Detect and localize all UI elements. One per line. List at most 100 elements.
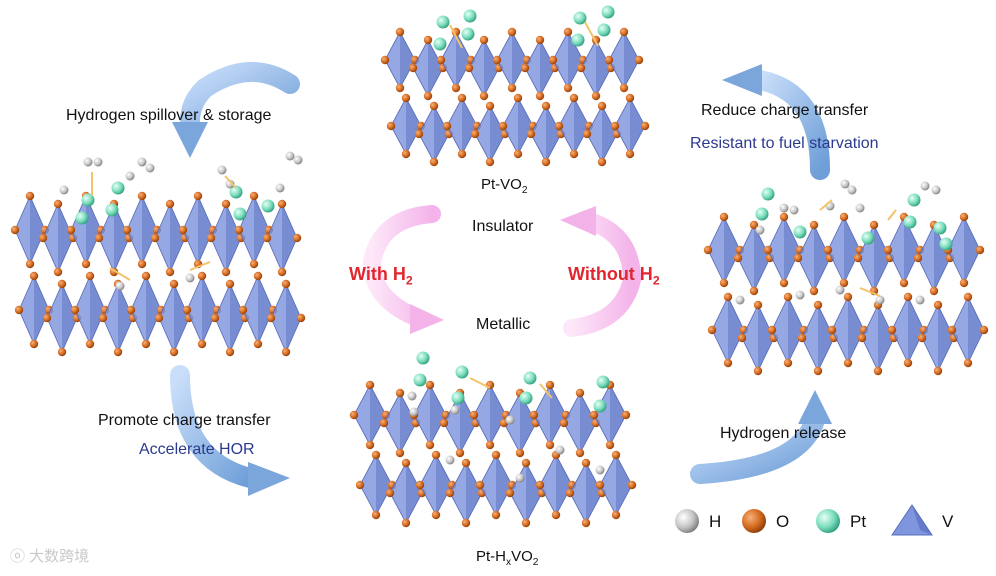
label-resistant-fuel-starvation: Resistant to fuel starvation: [690, 135, 879, 153]
oxygen-atom: [155, 314, 163, 322]
oxygen-atom: [858, 334, 866, 342]
hydrogen-atom: [856, 204, 865, 213]
oxygen-atom: [86, 272, 94, 280]
oxygen-atom: [870, 221, 878, 229]
legend-pt-label: Pt: [850, 512, 866, 532]
oxygen-atom: [948, 326, 956, 334]
oxygen-atom: [486, 441, 494, 449]
hydrogen-atom: [138, 158, 147, 167]
hydrogen-atom: [60, 186, 69, 195]
oxygen-atom: [458, 94, 466, 102]
oxygen-atom: [386, 489, 394, 497]
oxygen-atom: [824, 246, 832, 254]
oxygen-atom: [480, 92, 488, 100]
pt-atom: [904, 216, 917, 229]
oxygen-atom: [426, 441, 434, 449]
legend-v-label: V: [942, 512, 953, 532]
hydrogen-atom: [848, 186, 857, 195]
oxygen-atom: [15, 306, 23, 314]
oxygen-atom: [844, 359, 852, 367]
oxygen-atom: [396, 84, 404, 92]
oxygen-atom: [622, 411, 630, 419]
oxygen-atom: [628, 481, 636, 489]
pt-atom: [756, 208, 769, 221]
oxygen-atom: [784, 359, 792, 367]
oxygen-atom: [446, 489, 454, 497]
oxygen-atom: [278, 268, 286, 276]
oxygen-atom: [402, 519, 410, 527]
oxygen-atom: [86, 340, 94, 348]
oxygen-atom: [222, 268, 230, 276]
oxygen-atom: [254, 340, 262, 348]
oxygen-atom: [590, 411, 598, 419]
oxygen-atom: [198, 272, 206, 280]
oxygen-atom: [366, 381, 374, 389]
oxygen-atom: [552, 511, 560, 519]
oxygen-atom: [183, 306, 191, 314]
oxygen-atom: [432, 451, 440, 459]
oxygen-atom: [798, 334, 806, 342]
oxygen-atom: [555, 122, 563, 130]
hydrogen-atom: [186, 274, 195, 283]
oxygen-atom: [592, 92, 600, 100]
oxygen-atom: [372, 451, 380, 459]
pt-atom: [934, 222, 947, 235]
oxygen-atom: [486, 102, 494, 110]
oxygen-atom: [99, 314, 107, 322]
oxygen-atom: [530, 411, 538, 419]
oxygen-atom: [222, 200, 230, 208]
oxygen-atom: [58, 280, 66, 288]
oxygen-atom: [754, 301, 762, 309]
oxygen-atom: [293, 234, 301, 242]
oxygen-atom: [499, 122, 507, 130]
hydrogen-release-structure-right: [704, 180, 988, 376]
hydrogen-atom: [596, 466, 605, 475]
hydrogen-atom: [736, 296, 745, 305]
oxygen-atom: [536, 36, 544, 44]
oxygen-atom: [598, 158, 606, 166]
oxygen-atom: [964, 293, 972, 301]
pt-atom: [262, 200, 275, 213]
oxygen-atom: [402, 150, 410, 158]
oxygen-atom: [536, 481, 544, 489]
oxygen-atom: [930, 287, 938, 295]
oxygen-atom: [605, 56, 613, 64]
watermark: ⓞ 大数跨境: [10, 545, 89, 566]
oxygen-atom: [452, 84, 460, 92]
oxygen-atom: [784, 293, 792, 301]
oxygen-atom: [626, 150, 634, 158]
hydrogen-atom: [408, 392, 417, 401]
oxygen-atom: [166, 268, 174, 276]
oxygen-atom: [39, 234, 47, 242]
oxygen-atom: [611, 122, 619, 130]
oxygen-atom: [764, 246, 772, 254]
oxygen-atom: [612, 511, 620, 519]
pt-atom: [464, 10, 477, 23]
pt-atom: [234, 208, 247, 221]
pt-atom: [594, 400, 607, 413]
oxygen-atom: [492, 511, 500, 519]
oxygen-atom: [127, 306, 135, 314]
oxygen-atom: [840, 213, 848, 221]
oxygen-atom: [142, 272, 150, 280]
oxygen-atom: [582, 519, 590, 527]
label-without-h2: Without H2: [568, 264, 660, 288]
oxygen-atom: [976, 246, 984, 254]
oxygen-atom: [366, 441, 374, 449]
hydrogen-atom: [516, 474, 525, 483]
oxygen-atom: [226, 348, 234, 356]
oxygen-atom: [138, 192, 146, 200]
hydrogen-atom: [506, 416, 515, 425]
oxygen-atom: [810, 287, 818, 295]
oxygen-atom: [278, 200, 286, 208]
oxygen-atom: [522, 459, 530, 467]
pt-atom: [112, 182, 125, 195]
oxygen-atom: [381, 56, 389, 64]
oxygen-atom: [516, 449, 524, 457]
oxygen-atom: [424, 36, 432, 44]
oxygen-atom: [194, 192, 202, 200]
oxygen-atom: [620, 28, 628, 36]
oxygen-atom: [514, 150, 522, 158]
oxygen-atom: [476, 481, 484, 489]
